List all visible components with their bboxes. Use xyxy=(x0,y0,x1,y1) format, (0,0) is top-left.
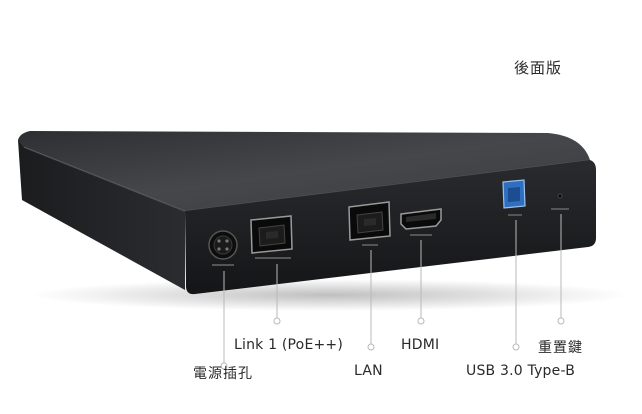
callout-dc-in: 電源插孔 xyxy=(193,366,253,382)
device-side-face xyxy=(18,140,185,290)
leader-lines xyxy=(223,214,562,363)
callout-lan: LAN xyxy=(354,363,383,379)
usb-port xyxy=(502,179,526,216)
lan-port xyxy=(348,201,391,246)
link1-port xyxy=(250,215,293,259)
callout-usb: USB 3.0 Type-B xyxy=(466,363,576,379)
dc-in-port xyxy=(208,230,238,266)
ground-shadow xyxy=(30,279,630,311)
callout-hdmi: HDMI xyxy=(401,337,440,353)
callout-reset: 重置鍵 xyxy=(538,340,583,356)
device-top-face xyxy=(18,131,590,212)
device-rear-panel xyxy=(185,160,596,295)
reset-hole xyxy=(551,193,569,210)
hdmi-port xyxy=(400,208,442,236)
leader-endpoints xyxy=(220,317,565,370)
view-title: 後面版 xyxy=(514,59,563,77)
callout-link1: Link 1 (PoE++) xyxy=(234,337,344,353)
